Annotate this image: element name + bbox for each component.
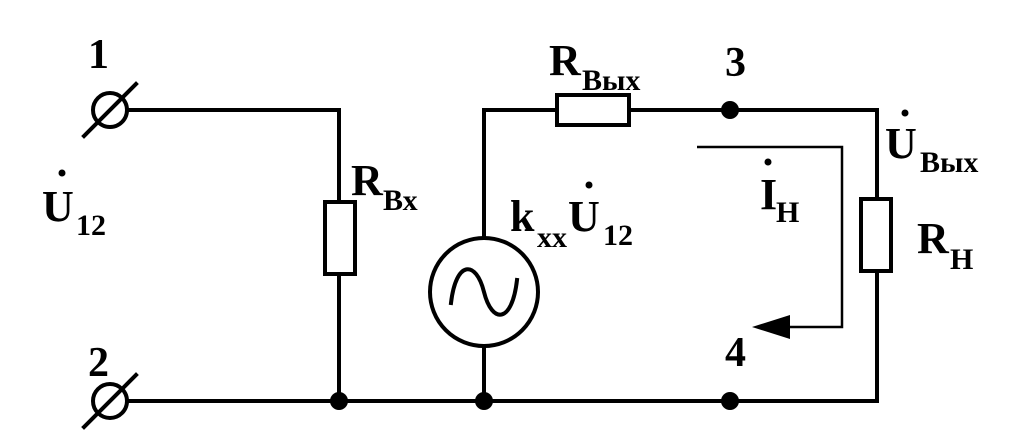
rload-label: R Н — [917, 214, 973, 276]
source-voltage-subscript: 12 — [603, 219, 633, 252]
rout-symbol: R — [549, 36, 582, 85]
current-label: I Н — [760, 158, 799, 229]
wire-top-right — [482, 108, 558, 240]
source-gain-symbol: k — [510, 192, 535, 241]
junction-dot — [475, 392, 493, 410]
current-arrowhead — [752, 315, 790, 339]
wire-bottom-rail — [128, 269, 879, 403]
ac-source-circle — [428, 236, 540, 348]
terminal-label-4: 4 — [725, 330, 746, 376]
current-subscript: Н — [776, 196, 799, 229]
phasor-dot — [901, 109, 909, 117]
source-gain-subscript: xx — [537, 221, 567, 254]
phasor-dot — [764, 158, 772, 166]
node-4-dot — [721, 392, 739, 410]
output-voltage-label: U Вых — [885, 109, 978, 179]
input-voltage-label: U 12 — [42, 169, 106, 242]
rload-subscript: Н — [950, 243, 973, 276]
terminal-2-slash — [81, 372, 139, 430]
rout-subscript: Вых — [582, 64, 640, 97]
source-label: k xx U 12 — [510, 181, 633, 254]
source-voltage-symbol: U — [568, 192, 600, 241]
input-terminal-1 — [81, 81, 139, 139]
wires — [128, 108, 879, 403]
terminal-label-3: 3 — [725, 40, 746, 86]
resistor-rload — [859, 197, 893, 273]
current-arrow-path — [697, 145, 844, 329]
ac-source — [428, 236, 540, 348]
terminal-1-slash — [81, 81, 139, 139]
input-voltage-subscript: 12 — [76, 209, 106, 242]
phasor-dot — [58, 169, 66, 177]
terminal-2-circle — [91, 382, 129, 420]
wire-rout-to-load — [628, 108, 879, 200]
sine-wave-icon — [448, 267, 520, 317]
wire-top-left — [128, 108, 341, 202]
junction-dot — [330, 392, 348, 410]
rin-subscript: Вх — [383, 184, 418, 217]
rload-symbol: R — [917, 214, 950, 263]
terminal-label-2: 2 — [88, 340, 109, 386]
current-symbol: I — [760, 170, 777, 219]
rin-label: R Вх — [351, 156, 418, 217]
input-terminal-2 — [81, 372, 139, 430]
output-voltage-subscript: Вых — [920, 146, 978, 179]
terminal-1-circle — [91, 91, 129, 129]
input-voltage-symbol: U — [42, 182, 74, 231]
resistor-rout — [555, 93, 631, 127]
node-3-dot — [721, 101, 739, 119]
output-voltage-symbol: U — [885, 119, 917, 168]
terminal-label-1: 1 — [88, 32, 109, 78]
rin-symbol: R — [351, 156, 384, 205]
phasor-dot — [585, 181, 593, 189]
current-arrow — [697, 145, 844, 339]
rout-label: R Вых — [549, 36, 640, 97]
resistor-rin — [323, 200, 357, 276]
